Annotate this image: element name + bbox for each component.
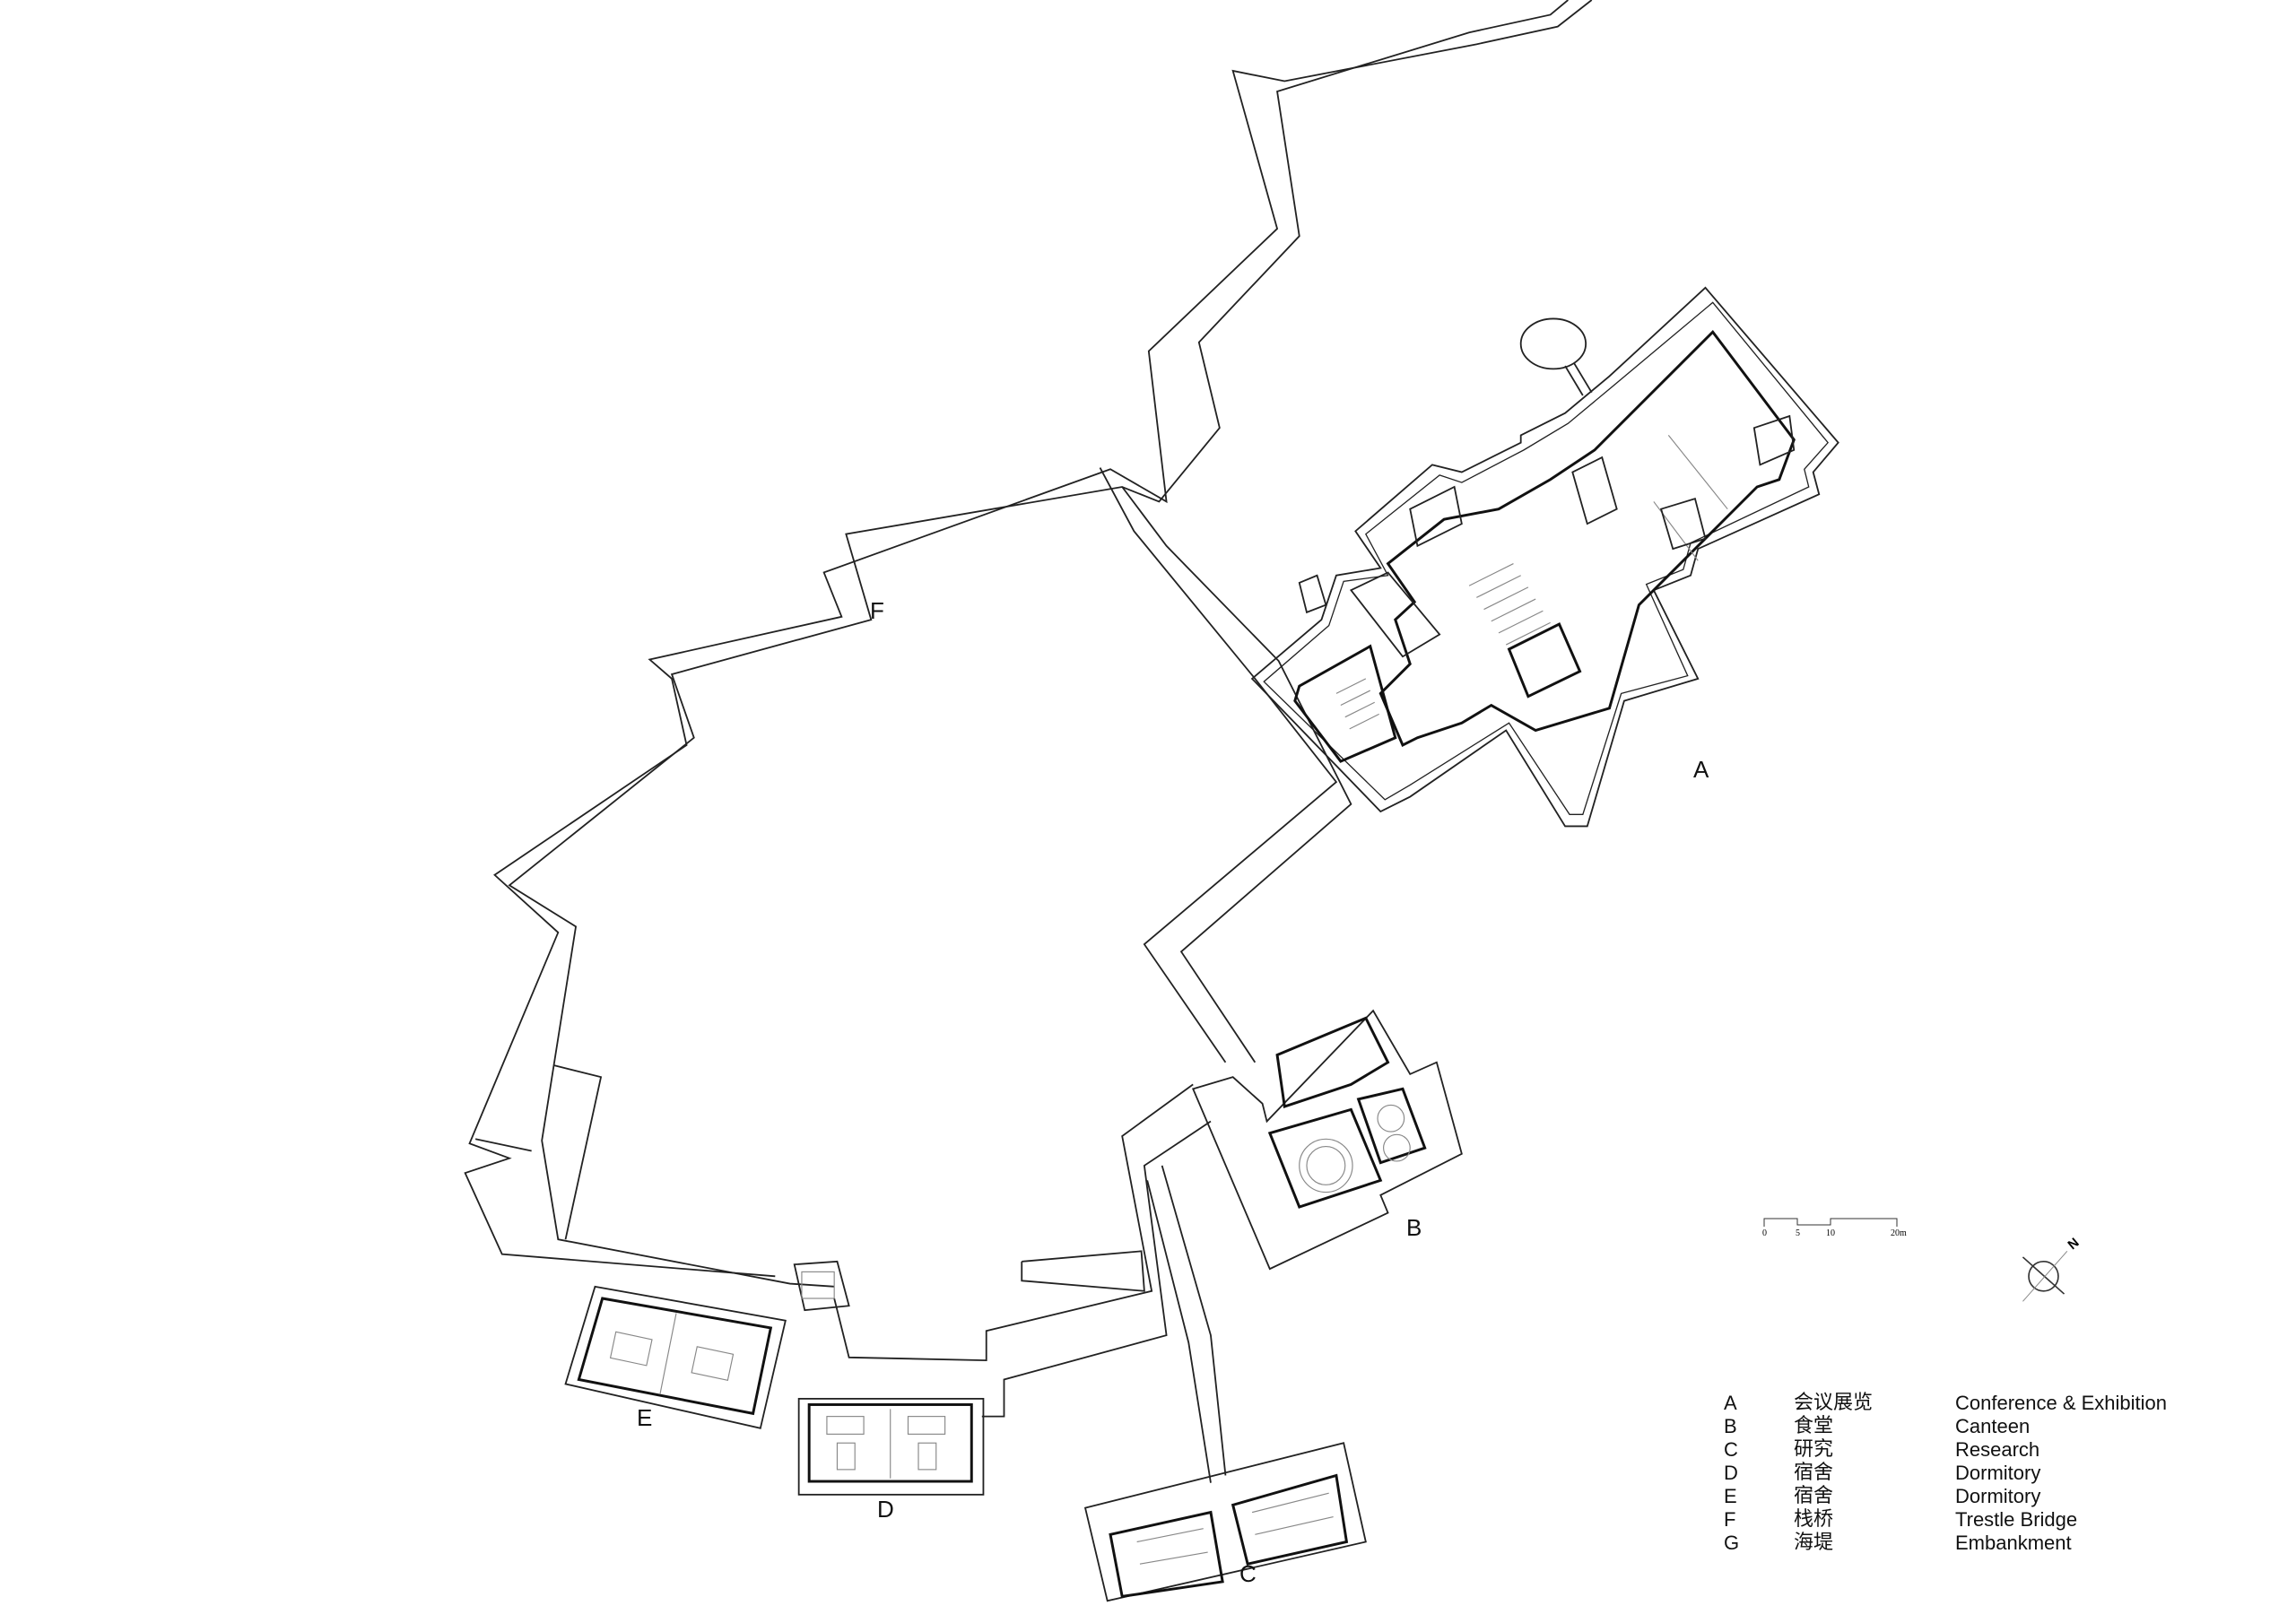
scale-tick-0: 0 xyxy=(1762,1228,1767,1238)
building-b-canteen xyxy=(1191,1009,1463,1271)
scale-tick-10: 10 xyxy=(1826,1228,1835,1238)
trestle-bridge-walkway xyxy=(464,0,1593,1483)
scale-tick-5: 5 xyxy=(1796,1228,1800,1238)
scale-tick-20m: 20m xyxy=(1891,1228,1907,1238)
label-building-d: D xyxy=(877,1496,894,1523)
building-e-dormitory xyxy=(564,1260,850,1429)
scale-bar: 0 5 10 20m xyxy=(1760,1216,1921,1252)
label-building-e: E xyxy=(637,1404,653,1431)
svg-text:N: N xyxy=(2066,1236,2082,1253)
building-a-conference-exhibition xyxy=(1250,286,1839,828)
label-building-a: A xyxy=(1693,756,1709,783)
label-building-c: C xyxy=(1239,1560,1257,1587)
building-d-dormitory xyxy=(797,1397,985,1496)
building-c-research xyxy=(1083,1442,1367,1602)
north-arrow: N xyxy=(2022,1236,2083,1302)
label-bridge-f: F xyxy=(870,597,884,624)
label-building-b: B xyxy=(1406,1214,1422,1241)
